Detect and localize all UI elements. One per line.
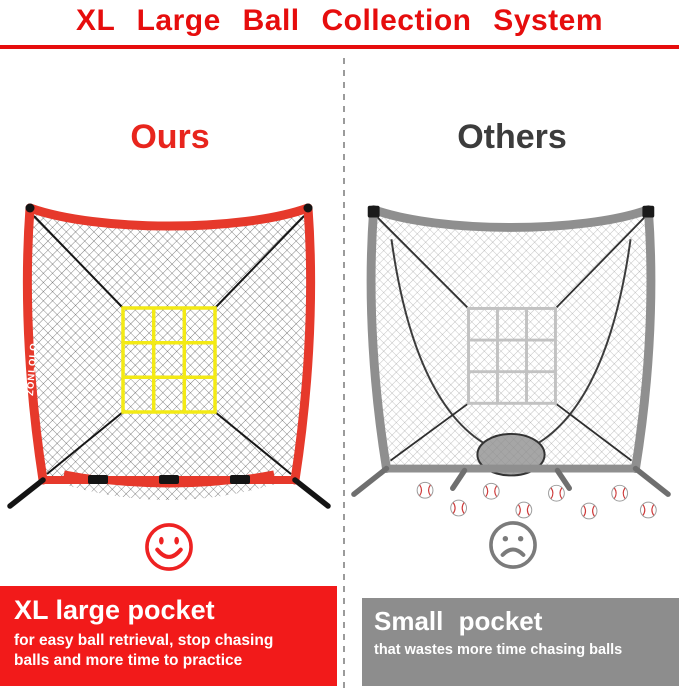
frame-joints <box>25 203 313 484</box>
frame-feet <box>7 477 331 509</box>
gray-frame <box>366 205 656 473</box>
corner-strings <box>33 215 305 475</box>
others-label: Others <box>457 118 567 156</box>
strike-zone-grid <box>121 306 217 414</box>
others-callout-title: Small pocket <box>374 606 543 636</box>
others-net-illustration <box>351 205 671 520</box>
happy-face-icon <box>145 523 193 571</box>
others-callout-box: Small pocket that wastes more time chasi… <box>362 598 679 686</box>
header-divider-rule <box>0 45 679 49</box>
funnel-strings <box>390 239 632 448</box>
xl-pocket-mesh <box>50 480 288 500</box>
ours-callout-line2: balls and more time to practice <box>14 652 243 670</box>
frame-feet <box>351 465 671 497</box>
brand-text: ZONLOLO <box>25 342 40 396</box>
ours-callout-line1: for easy ball retrieval, stop chasing <box>14 631 274 649</box>
corner-strings <box>376 216 646 462</box>
ours-callout-box: XL large pocket for easy ball retrieval,… <box>0 586 337 686</box>
others-callout-line1: that wastes more time chasing balls <box>374 641 623 658</box>
strike-zone-grid <box>467 306 557 405</box>
ours-label: Ours <box>130 118 210 156</box>
ours-callout-title: XL large pocket <box>14 595 215 625</box>
sad-face-icon <box>489 521 537 569</box>
ours-net-illustration: ZONLOLO <box>7 203 331 509</box>
frame-joints <box>367 205 655 218</box>
column-divider <box>343 58 345 690</box>
net-mesh <box>29 212 309 478</box>
page-title: XL Large Ball Collection System <box>75 4 604 37</box>
